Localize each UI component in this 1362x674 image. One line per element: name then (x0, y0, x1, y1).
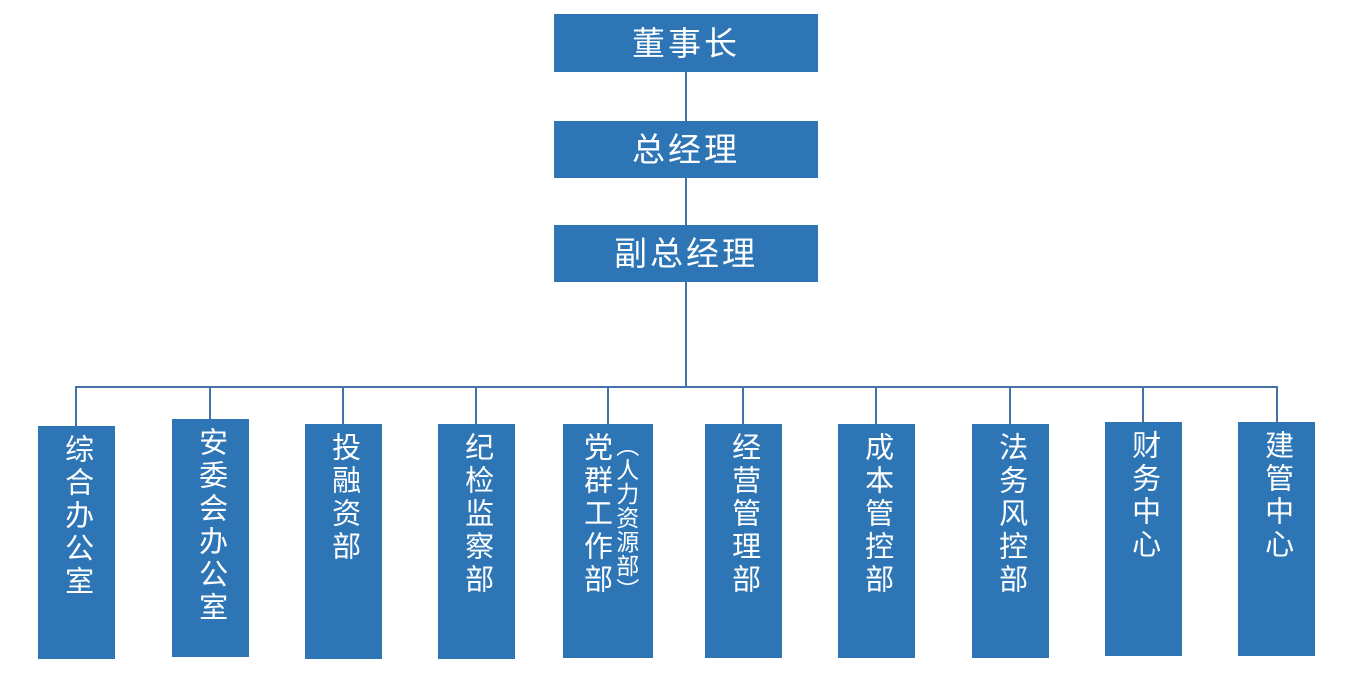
connector-drop-legal-risk-control (1009, 386, 1011, 426)
connector-drop-construction-management-center (1276, 386, 1278, 426)
node-deputy-general-manager[interactable]: 副总经理 (554, 225, 818, 282)
node-investment-financing[interactable]: 投融资部 (305, 424, 382, 659)
node-cost-control-label: 成本管控部 (860, 432, 893, 597)
node-safety-committee-office-label: 安委会办公室 (194, 427, 227, 625)
connector-drop-business-management (742, 386, 744, 426)
connector-drop-cost-control (875, 386, 877, 426)
node-party-mass-work[interactable]: （人力资源部） 党群工作部 (563, 424, 653, 658)
connector-drop-investment-financing (342, 386, 344, 426)
node-cost-control[interactable]: 成本管控部 (838, 424, 915, 658)
node-general-office-label: 综合办公室 (60, 434, 93, 599)
node-discipline-inspection-label: 纪检监察部 (460, 432, 493, 597)
node-finance-center-label: 财务中心 (1127, 430, 1160, 562)
node-party-mass-work-label: 党群工作部 (579, 432, 612, 597)
node-investment-financing-label: 投融资部 (327, 432, 360, 564)
node-party-mass-work-sub-label: （人力资源部） (612, 434, 639, 602)
node-deputy-general-manager-label: 副总经理 (614, 235, 758, 272)
connector-horizontal-bus (76, 386, 1278, 388)
node-general-manager-label: 总经理 (632, 131, 740, 168)
node-legal-risk-control-label: 法务风控部 (994, 432, 1027, 597)
node-general-office[interactable]: 综合办公室 (38, 426, 115, 659)
node-general-manager[interactable]: 总经理 (554, 121, 818, 178)
node-chairman[interactable]: 董事长 (554, 14, 818, 72)
connector-deputy-trunk (685, 282, 687, 387)
node-business-management[interactable]: 经营管理部 (705, 424, 782, 658)
node-finance-center[interactable]: 财务中心 (1105, 422, 1182, 656)
connector-chairman-to-general-manager (685, 72, 687, 121)
node-construction-management-center[interactable]: 建管中心 (1238, 422, 1315, 656)
node-legal-risk-control[interactable]: 法务风控部 (972, 424, 1049, 658)
connector-drop-discipline-inspection (475, 386, 477, 426)
connector-drop-safety-committee-office (209, 386, 211, 426)
node-safety-committee-office[interactable]: 安委会办公室 (172, 419, 249, 657)
node-discipline-inspection[interactable]: 纪检监察部 (438, 424, 515, 659)
connector-drop-party-mass-work (607, 386, 609, 426)
node-construction-management-center-label: 建管中心 (1260, 430, 1293, 562)
connector-drop-finance-center (1142, 386, 1144, 426)
connector-drop-general-office (75, 386, 77, 426)
node-chairman-label: 董事长 (632, 24, 740, 62)
node-business-management-label: 经营管理部 (727, 432, 760, 597)
connector-general-manager-to-deputy (685, 178, 687, 225)
